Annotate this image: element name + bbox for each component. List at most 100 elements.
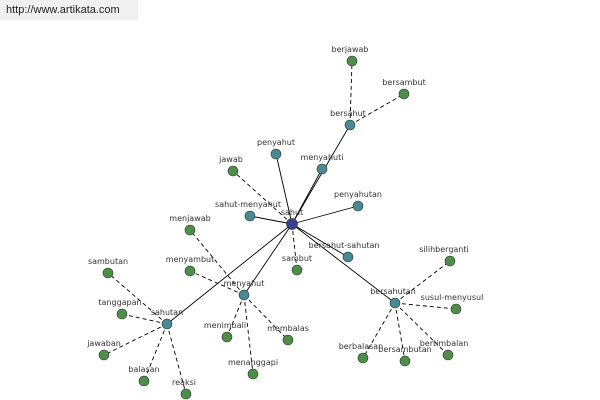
node-label-menanggapi: menanggapi	[228, 358, 278, 367]
node-sahutan[interactable]: sahutan	[151, 308, 183, 330]
node-label-sahutan: sahutan	[151, 308, 183, 317]
edge-sahut-penyahutan	[291, 205, 359, 225]
edge-sahutan-balasan	[143, 323, 168, 382]
node-dot-bersahut[interactable]	[344, 119, 356, 131]
node-label-bersambut: bersambut	[382, 78, 425, 87]
edge-menyahut-menjawab	[189, 229, 245, 296]
edge-menyahut-membalas	[243, 294, 289, 341]
node-dot-bersambutan[interactable]	[399, 355, 411, 367]
node-label-silihberganti: silihberganti	[419, 245, 468, 254]
node-dot-jawaban[interactable]	[98, 349, 110, 361]
node-menimbali[interactable]: menimbali	[204, 321, 246, 343]
node-silihberganti[interactable]: silihberganti	[419, 245, 469, 267]
node-label-sahut-menyahut: sahut-menyahut	[215, 200, 281, 209]
node-menyambut[interactable]: menyambut	[166, 255, 215, 277]
node-penyahut[interactable]: penyahut	[257, 138, 295, 160]
node-label-penyahut: penyahut	[257, 138, 295, 147]
node-dot-menyahut[interactable]	[238, 289, 250, 301]
node-dot-susul-menyusul[interactable]	[450, 303, 462, 315]
node-dot-berjawab[interactable]	[346, 55, 358, 67]
edge-sahut-sambut	[291, 223, 298, 271]
node-label-sambut: sambut	[282, 254, 312, 263]
node-dot-membalas[interactable]	[282, 334, 294, 346]
edge-bersahut-bersambut	[349, 93, 405, 126]
node-bersahutan[interactable]: bersahutan	[370, 287, 416, 309]
node-label-menyahuti: menyahuti	[301, 153, 344, 162]
node-bersahut-sahutan[interactable]: bersahut-sahutan	[309, 241, 380, 263]
edge-bersahut-berjawab	[349, 60, 353, 126]
node-sahut[interactable]: sahut	[281, 208, 303, 230]
edge-sahut-bersahut	[291, 124, 351, 225]
node-jawaban[interactable]: jawaban	[86, 339, 121, 361]
node-label-susul-menyusul: susul-menyusul	[421, 293, 484, 302]
node-label-reaksi: reaksi	[172, 378, 196, 387]
node-label-berjawab: berjawab	[332, 45, 369, 54]
node-dot-menjawab[interactable]	[184, 224, 196, 236]
node-label-bersahutan: bersahutan	[370, 287, 416, 296]
node-dot-bertimbalan[interactable]	[442, 349, 454, 361]
node-dot-menyambut[interactable]	[184, 265, 196, 277]
node-berjawab[interactable]: berjawab	[332, 45, 369, 67]
node-dot-bersambut[interactable]	[398, 88, 410, 100]
node-bertimbalan[interactable]: bertimbalan	[420, 339, 469, 361]
node-penyahutan[interactable]: penyahutan	[334, 190, 382, 212]
edge-sahut-menyahuti	[291, 168, 323, 225]
edge-bersahutan-bersambutan	[394, 302, 406, 362]
node-dot-menimbali[interactable]	[221, 331, 233, 343]
node-dot-reaksi[interactable]	[180, 388, 192, 400]
node-label-bersambutan: bersambutan	[378, 345, 431, 354]
node-dot-sahutan[interactable]	[161, 318, 173, 330]
node-membalas[interactable]: membalas	[267, 324, 309, 346]
node-berbalasan[interactable]: berbalasan	[339, 342, 384, 364]
node-balasan[interactable]: balasan	[128, 365, 160, 387]
node-dot-silihberganti[interactable]	[444, 255, 456, 267]
edge-sahut-sahutan	[166, 223, 293, 325]
edge-sahut-jawab	[232, 170, 293, 225]
node-dot-tanggapan[interactable]	[116, 308, 128, 320]
node-dot-sahut[interactable]	[286, 218, 298, 230]
node-dot-bersahut-sahutan[interactable]	[342, 251, 354, 263]
node-dot-sahut-menyahut[interactable]	[244, 210, 256, 222]
node-menjawab[interactable]: menjawab	[169, 214, 211, 236]
node-tanggapan[interactable]: tanggapan	[98, 298, 142, 320]
node-dot-penyahut[interactable]	[270, 148, 282, 160]
source-url[interactable]: http://www.artikata.com	[0, 0, 138, 20]
node-label-menyambut: menyambut	[166, 255, 215, 264]
node-dot-bersahutan[interactable]	[389, 297, 401, 309]
node-menyahut[interactable]: menyahut	[224, 279, 265, 301]
edge-layer	[103, 60, 457, 395]
node-sahut-menyahut[interactable]: sahut-menyahut	[215, 200, 281, 222]
edge-sahutan-reaksi	[166, 323, 187, 395]
node-dot-menanggapi[interactable]	[247, 368, 259, 380]
node-sambutan[interactable]: sambutan	[88, 257, 128, 279]
node-dot-jawab[interactable]	[227, 165, 239, 177]
node-sambut[interactable]: sambut	[282, 254, 312, 276]
node-dot-penyahutan[interactable]	[352, 200, 364, 212]
edge-bersahutan-bertimbalan	[394, 302, 449, 356]
node-jawab[interactable]: jawab	[218, 155, 243, 177]
node-dot-berbalasan[interactable]	[357, 352, 369, 364]
edge-menyahut-menanggapi	[243, 294, 254, 375]
node-label-bersahut: bersahut	[330, 109, 366, 118]
edge-sahutan-tanggapan	[121, 313, 168, 325]
node-label-menyahut: menyahut	[224, 279, 265, 288]
node-bersambut[interactable]: bersambut	[382, 78, 426, 100]
edge-menyahut-menimbali	[226, 294, 245, 338]
node-dot-balasan[interactable]	[138, 375, 150, 387]
node-susul-menyusul[interactable]: susul-menyusul	[421, 293, 484, 315]
node-menanggapi[interactable]: menanggapi	[228, 358, 278, 380]
node-bersahut[interactable]: bersahut	[330, 109, 366, 131]
node-label-sambutan: sambutan	[88, 257, 128, 266]
node-dot-sambutan[interactable]	[102, 267, 114, 279]
edge-bersahutan-silihberganti	[394, 260, 451, 304]
edge-bersahutan-susul-menyusul	[394, 302, 457, 310]
node-dot-menyahuti[interactable]	[316, 163, 328, 175]
node-label-menimbali: menimbali	[204, 321, 246, 330]
node-bersambutan[interactable]: bersambutan	[378, 345, 432, 367]
node-label-sahut: sahut	[281, 208, 303, 217]
edge-sahut-menyahut	[243, 223, 293, 296]
node-label-tanggapan: tanggapan	[98, 298, 141, 307]
node-dot-sambut[interactable]	[291, 264, 303, 276]
node-reaksi[interactable]: reaksi	[172, 378, 196, 400]
node-menyahuti[interactable]: menyahuti	[301, 153, 344, 175]
